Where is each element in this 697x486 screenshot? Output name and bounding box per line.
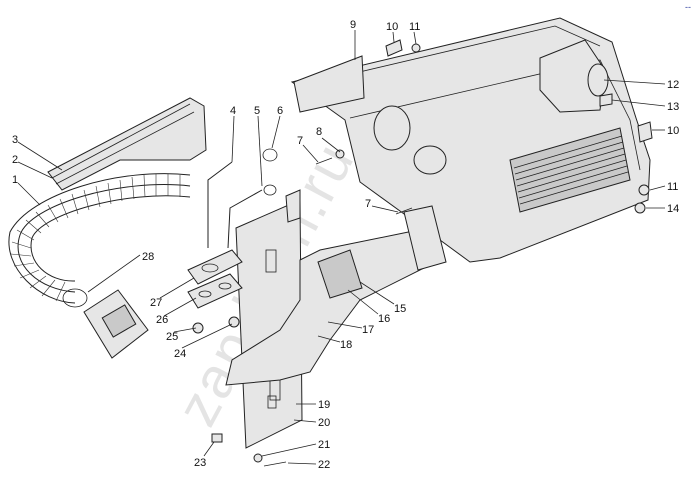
svg-text:13: 13 (667, 101, 679, 113)
callout-6: 6 (271, 105, 283, 149)
svg-text:17: 17 (362, 324, 374, 336)
svg-text:27: 27 (150, 297, 162, 309)
callout-17: 17 (327, 321, 374, 336)
sleeve-23 (211, 433, 223, 443)
callout-7a: 7 (297, 135, 319, 163)
callout-11-right: 11 (649, 181, 678, 193)
screw-22 (263, 461, 287, 467)
callout-8: 8 (316, 126, 341, 153)
svg-text:28: 28 (142, 251, 154, 263)
screw-7-lower (395, 207, 413, 215)
nut-14 (634, 202, 646, 214)
svg-text:15: 15 (394, 303, 406, 315)
washer-21 (253, 453, 263, 463)
callout-5: 5 (254, 105, 263, 187)
svg-text:9: 9 (350, 19, 356, 31)
callout-27: 27 (150, 277, 195, 309)
svg-text:26: 26 (156, 314, 168, 326)
svg-text:11: 11 (667, 181, 678, 193)
tube-4 (207, 161, 233, 248)
callout-10-right: 10 (652, 125, 679, 137)
callout-25: 25 (166, 327, 197, 343)
mounting-panel (235, 189, 303, 449)
callout-28: 28 (87, 251, 154, 293)
clip-13 (599, 93, 613, 107)
corner-mark: -- (685, 2, 691, 12)
svg-text:3: 3 (12, 134, 18, 146)
callout-9: 9 (350, 19, 356, 60)
callout-2: 2 (12, 154, 53, 179)
callout-13: 13 (611, 99, 679, 113)
duct-outlet-upper (373, 105, 411, 151)
svg-text:24: 24 (174, 348, 186, 360)
screw-7-upper (315, 157, 333, 165)
heater-housing (290, 17, 651, 263)
washer-11-upper (411, 43, 421, 53)
callout-7b: 7 (365, 198, 399, 213)
callout-23: 23 (194, 441, 215, 469)
callout-12: 12 (603, 79, 679, 91)
svg-text:22: 22 (318, 459, 330, 471)
svg-text:14: 14 (667, 203, 679, 215)
bracket-9 (293, 55, 365, 113)
callout-4: 4 (230, 105, 236, 163)
housing-inlet (539, 39, 606, 113)
callout-11-top: 11 (409, 21, 420, 45)
heater-grille (513, 135, 629, 205)
nut-24 (228, 316, 240, 328)
callout-14: 14 (646, 203, 679, 215)
callout-16: 16 (347, 289, 390, 325)
svg-text:18: 18 (340, 339, 352, 351)
callout-26: 26 (156, 297, 197, 326)
svg-text:23: 23 (194, 457, 206, 469)
corrugated-hose (8, 173, 191, 304)
flange-26 (187, 273, 243, 309)
svg-text:10: 10 (386, 21, 398, 33)
svg-text:25: 25 (166, 331, 178, 343)
svg-text:16: 16 (378, 313, 390, 325)
svg-text:20: 20 (318, 417, 330, 429)
svg-text:11: 11 (409, 21, 420, 33)
callout-24: 24 (174, 323, 233, 360)
svg-text:6: 6 (277, 105, 283, 117)
svg-text:1: 1 (12, 174, 18, 186)
callout-19: 19 (296, 399, 330, 411)
callout-18: 18 (317, 335, 352, 351)
callout-10-top: 10 (386, 21, 398, 43)
hose-clamp-28 (62, 288, 88, 308)
svg-text:21: 21 (318, 439, 330, 451)
svg-text:2: 2 (12, 154, 18, 166)
clip-8 (335, 149, 345, 159)
svg-text:4: 4 (230, 105, 236, 117)
svg-text:8: 8 (316, 126, 322, 138)
callout-21: 21 (261, 439, 330, 457)
svg-text:12: 12 (667, 79, 679, 91)
bolt-10-right (637, 121, 653, 143)
callout-3: 3 (12, 134, 63, 171)
gasket-27 (187, 249, 243, 285)
callout-22: 22 (287, 459, 330, 471)
svg-text:10: 10 (667, 125, 679, 137)
tube-5 (227, 189, 263, 249)
duct-outlet-lower (413, 145, 447, 175)
svg-text:7: 7 (297, 135, 303, 147)
callout-1: 1 (12, 174, 41, 206)
bolt-10-upper (385, 39, 403, 57)
clamp-6b (263, 184, 277, 196)
nut-25 (192, 322, 204, 334)
clamp-6 (262, 148, 278, 162)
washer-11-right (638, 184, 650, 196)
callout-20: 20 (293, 417, 330, 429)
svg-text:7: 7 (365, 198, 371, 210)
air-nozzle (83, 289, 149, 359)
air-channel (47, 97, 207, 191)
air-duct (225, 205, 447, 386)
callout-15: 15 (359, 281, 406, 315)
svg-text:19: 19 (318, 399, 330, 411)
svg-text:5: 5 (254, 105, 260, 117)
